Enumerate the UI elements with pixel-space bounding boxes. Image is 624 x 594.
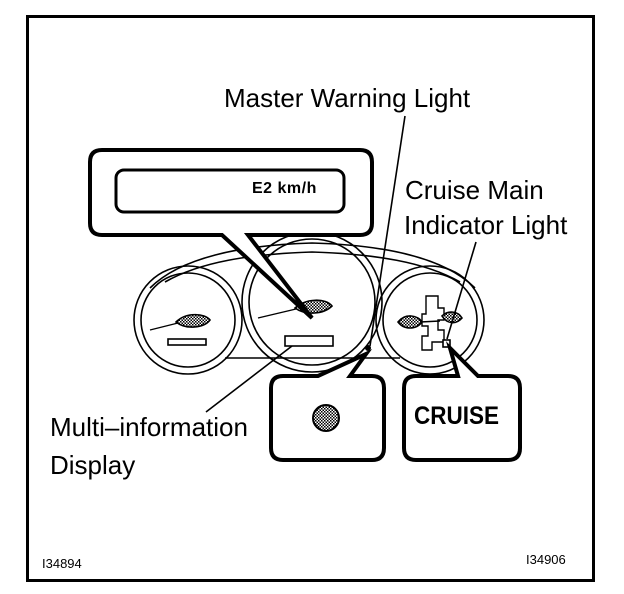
figure-code-right: I34906 bbox=[526, 552, 566, 567]
cruise-callout bbox=[402, 341, 522, 462]
multi-info-label-line2: Display bbox=[50, 450, 136, 480]
right-gauge bbox=[375, 265, 485, 375]
master-warning-light-small bbox=[364, 344, 371, 351]
master-warning-leader bbox=[369, 115, 406, 347]
cruise-main-label-line2: Indicator Light bbox=[404, 210, 568, 240]
display-panel bbox=[114, 168, 346, 214]
multi-info-label-line1: Multi–information bbox=[50, 412, 248, 442]
figure-code-left: I34894 bbox=[42, 556, 82, 571]
cruise-main-leader bbox=[446, 241, 477, 340]
master-warning-dot bbox=[312, 404, 340, 432]
master-warning-callout bbox=[269, 348, 386, 462]
left-gauge bbox=[133, 265, 243, 375]
leader-lines bbox=[205, 115, 477, 413]
master-warning-label: Master Warning Light bbox=[224, 83, 471, 113]
cruise-indicator-text: CRUISE bbox=[414, 402, 500, 430]
outer-frame bbox=[26, 15, 595, 582]
cruise-indicator-small bbox=[442, 339, 451, 348]
cruise-main-label-line1: Cruise Main bbox=[405, 175, 544, 205]
display-readout: E2 km/h bbox=[252, 180, 317, 197]
display-callout bbox=[88, 148, 374, 320]
multi-info-display-small bbox=[284, 335, 334, 347]
multi-info-leader bbox=[205, 345, 293, 413]
